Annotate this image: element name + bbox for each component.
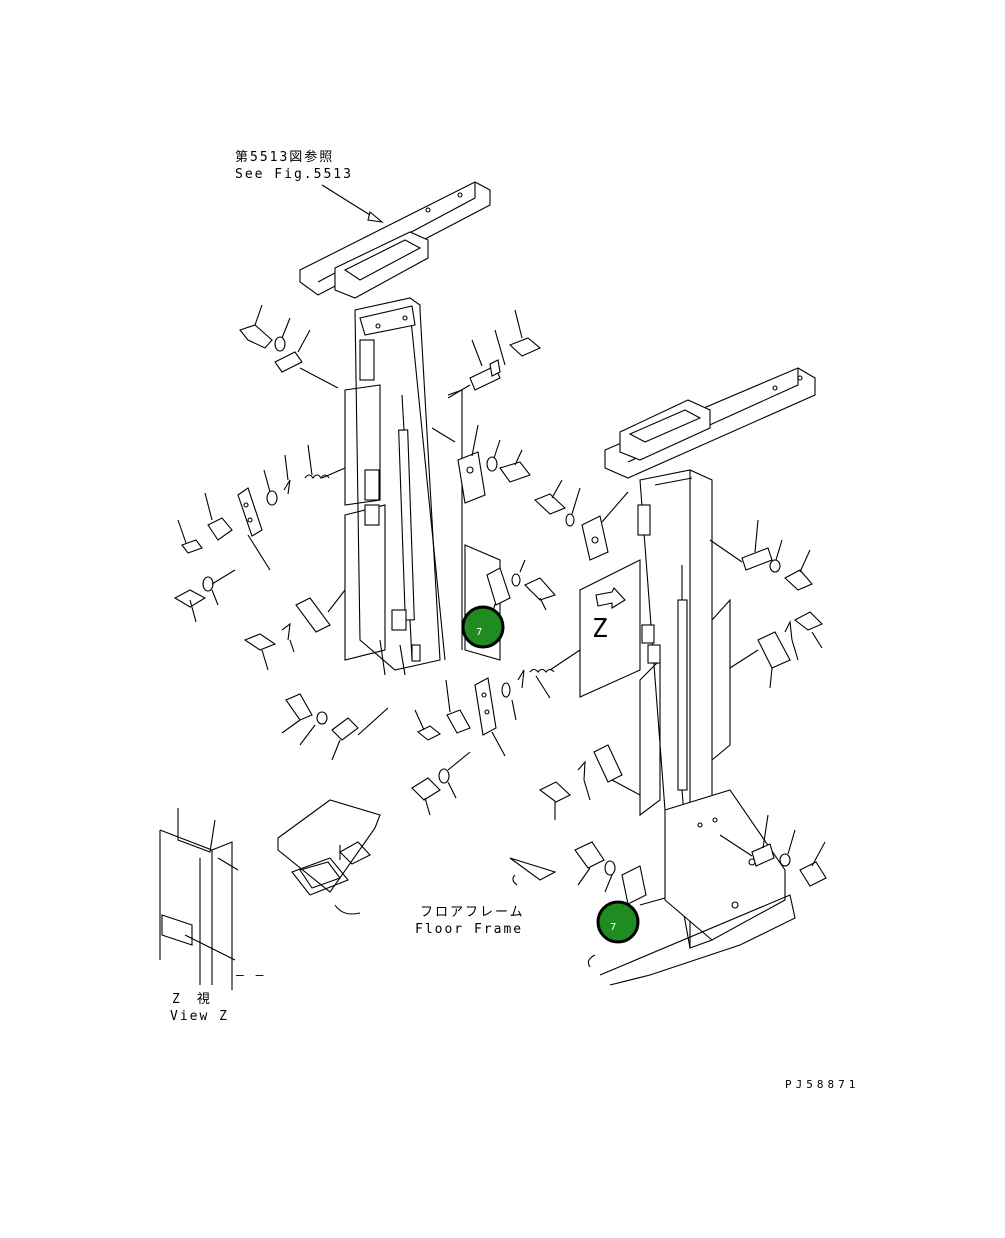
- floor-frame-label-en: Floor Frame: [415, 922, 524, 937]
- left-top-crossbeam: [299, 181, 491, 296]
- view-z-label-en: View Z: [170, 1009, 229, 1024]
- left-hardware: [173, 304, 581, 816]
- left-gas-strut: [398, 429, 415, 621]
- view-z-letter: Z: [592, 614, 610, 644]
- callout-7-left[interactable]: 7: [461, 605, 505, 649]
- view-z-label-jp: Z 視: [172, 992, 212, 1007]
- callout-7-left-number: 7: [476, 627, 482, 638]
- right-gas-strut: [677, 599, 688, 791]
- callout-7-right[interactable]: 7: [596, 900, 640, 944]
- view-z-inset: [159, 808, 239, 990]
- floor-frame-label-jp: フロアフレーム: [420, 905, 525, 920]
- view-direction-arrow: [595, 587, 626, 609]
- floor-frame-part: [277, 799, 557, 915]
- right-hardware: [533, 479, 827, 968]
- leader-lines: [321, 184, 384, 223]
- reference-label-en: See Fig.5513: [235, 167, 353, 182]
- drawing-code: PJ58871: [785, 1078, 860, 1091]
- reference-label-jp: 第5513図参照: [235, 150, 335, 165]
- left-pillar-body: [354, 297, 441, 671]
- right-pillar-assembly: [579, 367, 816, 986]
- right-base-plate: [664, 789, 786, 941]
- callout-7-right-number: 7: [610, 922, 616, 933]
- left-pillar-assembly: [299, 181, 501, 676]
- dash-marks: — —: [236, 968, 266, 983]
